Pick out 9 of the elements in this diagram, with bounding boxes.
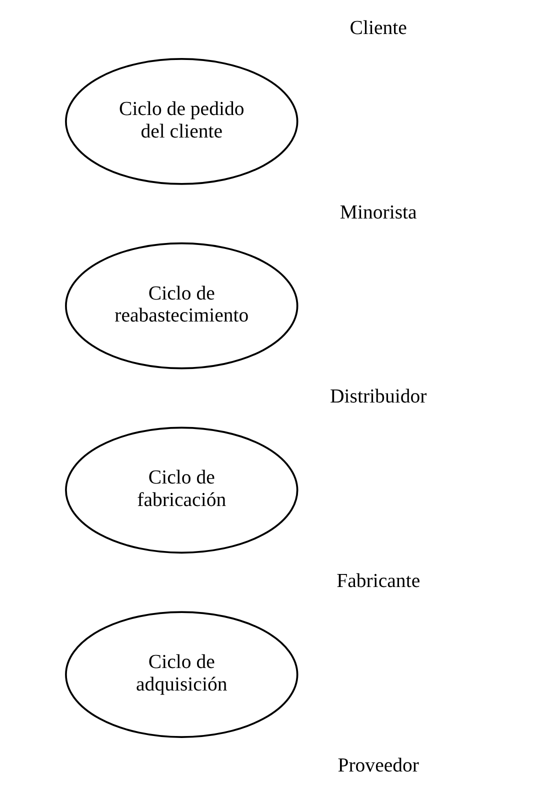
label: Cliente [350,16,407,39]
node-ellipse: Ciclo de fabricación [65,426,298,554]
node-ellipse: Ciclo de adquisición [65,611,298,738]
label: Minorista [340,201,417,224]
label: Proveedor [338,754,420,776]
node-ellipse: Ciclo de reabastecimiento [65,242,298,370]
node-ellipse: Ciclo de pedido del cliente [65,58,298,185]
label: Distribuidor [330,386,427,408]
label: Fabricante [336,570,420,592]
